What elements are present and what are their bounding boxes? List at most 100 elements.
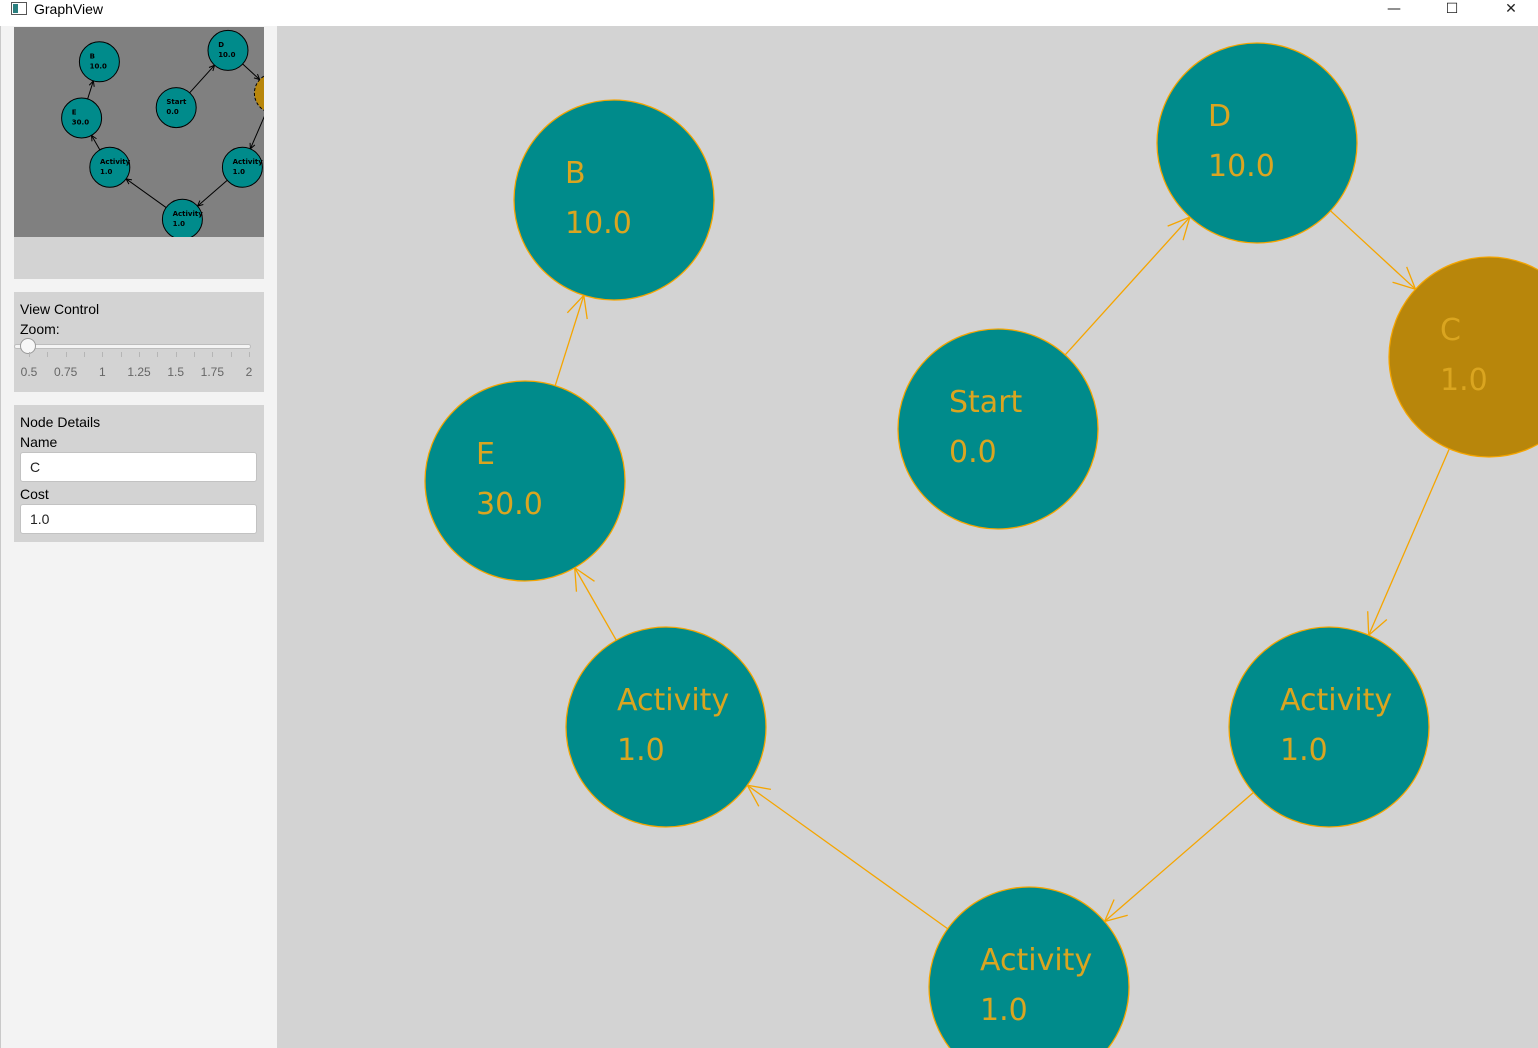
node-name-label: D [218, 41, 224, 49]
node-cost-label: 30.0 [72, 119, 89, 127]
node-name-label: E [476, 437, 495, 472]
close-button[interactable]: ✕ [1505, 1, 1517, 17]
graph-edge [1367, 448, 1450, 636]
node-name-label: Activity [100, 158, 131, 166]
view-control-panel: View Control Zoom: [14, 292, 264, 392]
zoom-tick [175, 352, 177, 357]
zoom-tick [212, 352, 214, 357]
node-cost-label: 0.0 [949, 435, 997, 470]
zoom-tick [230, 352, 232, 357]
node-cost-label: 1.0 [1440, 363, 1488, 398]
zoom-tick-label: 0.75 [53, 365, 78, 379]
graph-node[interactable]: Activity 1.0 [1228, 626, 1430, 828]
graph-node[interactable]: E 30.0 [424, 380, 626, 582]
graph-view: B10.0E30.0Start0.0D10.0C1.0Activity1.0Ac… [424, 42, 1538, 1048]
node-cost-label: 1.0 [233, 168, 246, 176]
graph-edge [1064, 216, 1191, 356]
graph-node-selected[interactable]: C 1.0 [1388, 256, 1538, 458]
zoom-tick [157, 352, 159, 357]
zoom-slider-track[interactable] [14, 344, 251, 349]
node-cost-label: 1.0 [100, 168, 113, 176]
graph-node[interactable]: B 10.0 [513, 99, 715, 301]
graph-node[interactable]: D 10.0 [1156, 42, 1358, 244]
node-cost-label: 10.0 [1208, 149, 1275, 184]
graph-edge [574, 567, 617, 641]
zoom-tick [84, 352, 85, 357]
node-name-label: D [1208, 99, 1231, 134]
node-details-title: Node Details [20, 414, 101, 430]
graph-node[interactable]: B 10.0 [78, 41, 120, 83]
graph-edge [125, 178, 167, 208]
zoom-tick [102, 352, 104, 357]
node-cost-label: 10.0 [90, 62, 107, 70]
graph-edge [87, 80, 95, 100]
graph-edge [242, 63, 261, 81]
node-cost-label: 1.0 [980, 993, 1028, 1028]
zoom-tick [249, 352, 250, 357]
zoom-tick [29, 352, 30, 357]
graph-node[interactable]: E 30.0 [61, 97, 103, 139]
zoom-tick-label: 0.5 [20, 365, 38, 379]
zoom-tick [139, 352, 140, 357]
zoom-label: Zoom: [20, 321, 60, 337]
graph-edge [554, 294, 588, 386]
minimize-button[interactable]: — [1387, 1, 1401, 17]
node-cost-label: 0.0 [166, 108, 179, 116]
node-cost-label: 1.0 [617, 733, 665, 768]
minimap-panel: B10.0E30.0Start0.0D10.0C1.0Activity1.0Ac… [14, 27, 264, 279]
node-name-label: Start [166, 98, 187, 106]
node-cost-label: 10.0 [218, 51, 235, 59]
zoom-tick-label: 1.5 [167, 365, 184, 379]
zoom-tick [65, 352, 67, 357]
zoom-tick [120, 352, 122, 357]
graph-edge [249, 115, 264, 150]
zoom-tick-label: 1 [98, 365, 106, 379]
name-label: Name [20, 434, 58, 450]
zoom-tick-label: 1.75 [200, 365, 225, 379]
view-control-title: View Control [20, 301, 100, 317]
zoom-tick [47, 352, 49, 357]
graph-node[interactable]: Activity 1.0 [89, 146, 131, 188]
node-cost-label: 1.0 [1280, 733, 1328, 768]
node-name-label: B [565, 156, 586, 191]
maximize-button[interactable]: ☐ [1445, 1, 1459, 17]
graph-node-selected[interactable]: C1.0 [253, 73, 264, 113]
app-icon [11, 2, 27, 15]
graph-node[interactable]: Activity 1.0 [221, 146, 264, 188]
graph-edge [189, 64, 216, 94]
graph-edge [1330, 210, 1417, 290]
node-cost-label: 1.0 [173, 220, 186, 228]
zoom-tick-label: 1.25 [127, 365, 151, 379]
zoom-tick-label: 2 [245, 365, 253, 379]
node-name-label: Activity [1280, 683, 1392, 718]
graph-edge [91, 134, 101, 151]
node-name-label: Activity [173, 210, 204, 218]
graph-edge [197, 179, 228, 207]
graph-edge [746, 784, 949, 930]
node-name-label: Start [949, 385, 1023, 420]
graph-node[interactable]: Activity 1.0 [928, 886, 1130, 1048]
name-field[interactable]: C [20, 452, 257, 482]
title-bar: GraphView — ☐ ✕ [0, 0, 1538, 26]
node-name-label: E [72, 109, 77, 117]
graph-node[interactable]: Activity 1.0 [161, 198, 204, 237]
graph-node[interactable]: Activity 1.0 [565, 626, 767, 828]
cost-field[interactable]: 1.0 [20, 504, 257, 534]
node-name-label: Activity [617, 683, 729, 718]
window-title: GraphView [34, 1, 104, 17]
node-name-label: C [1440, 313, 1461, 348]
zoom-slider-thumb[interactable] [20, 338, 36, 354]
node-cost-label: 10.0 [565, 206, 632, 241]
node-name-label: Activity [233, 158, 264, 166]
cost-label: Cost [20, 486, 49, 502]
minimap-graph: B10.0E30.0Start0.0D10.0C1.0Activity1.0Ac… [61, 29, 264, 237]
graph-node[interactable]: Start 0.0 [897, 328, 1099, 530]
node-name-label: B [90, 52, 95, 60]
graph-node[interactable]: Start 0.0 [155, 87, 197, 129]
node-name-label: Activity [980, 943, 1092, 978]
zoom-tick [194, 352, 195, 357]
minimap-viewport[interactable]: B10.0E30.0Start0.0D10.0C1.0Activity1.0Ac… [14, 27, 264, 237]
graph-node[interactable]: D 10.0 [207, 29, 249, 71]
node-cost-label: 30.0 [476, 487, 543, 522]
